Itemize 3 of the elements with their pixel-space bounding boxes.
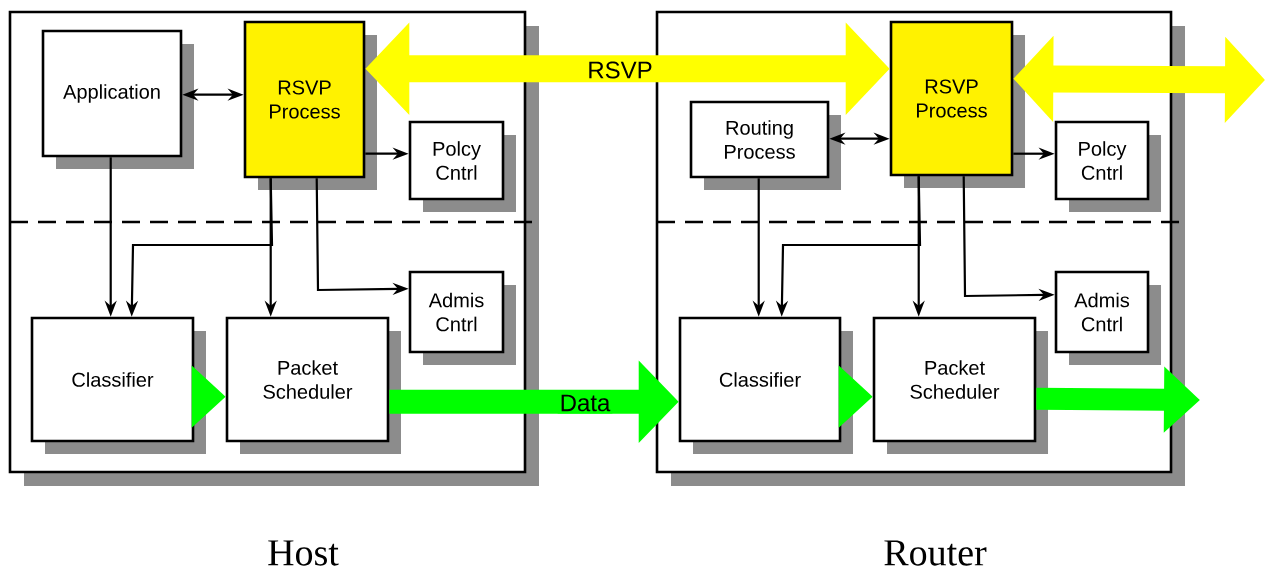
- edge-label: RSVP: [585, 59, 655, 81]
- panel-caption: Router: [884, 540, 987, 566]
- panel-caption: Host: [268, 540, 339, 566]
